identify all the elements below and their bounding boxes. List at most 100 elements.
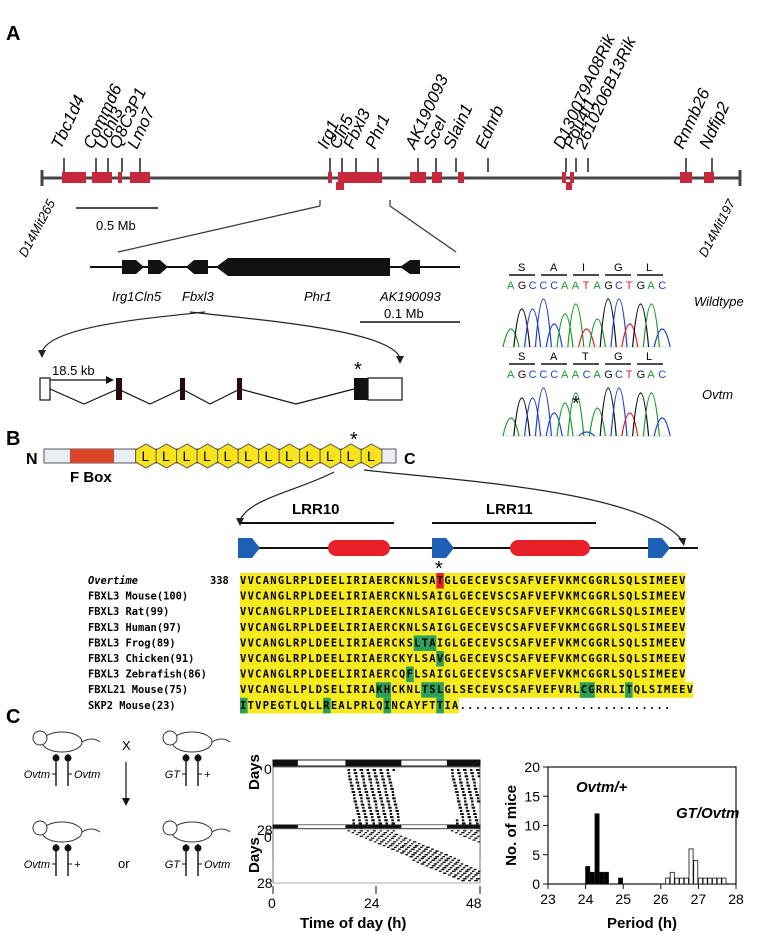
mapped-interval-marker — [336, 182, 344, 190]
lrr-letter-1: L — [162, 448, 170, 464]
c-terminus: C — [404, 451, 416, 468]
acto-top-act-4-0-5 — [349, 781, 353, 784]
acto-bottom-act-6-0-6 — [399, 841, 403, 843]
acto-bottom-act-5-0-5 — [375, 839, 379, 841]
lrr-letter-3: L — [203, 448, 211, 464]
nt-6: A — [572, 369, 580, 381]
acto-bottom-act-11-1-6 — [409, 850, 412, 852]
acto-bottom-act-15-1-4 — [427, 857, 430, 860]
hist-bar-1-12 — [721, 877, 727, 885]
align-seq-4: VVCANGLRPLDEELIRIAERCKSLTAIGLGECEVSCSAFV… — [240, 637, 685, 649]
align-green-7-3 — [625, 682, 633, 698]
align-seq-5: VVCANGLRPLDEELIRIAERCKYLSAVGLGECEVSCSAFV… — [240, 653, 685, 665]
acto-bottom-act-7-0-4 — [385, 843, 388, 845]
n-terminus: N — [26, 451, 38, 468]
acto-top-act-5-1-8 — [453, 784, 456, 787]
label-phr1: Phr1 — [304, 289, 331, 304]
acto-bottom-act-1-0-7 — [357, 832, 361, 834]
exon-1 — [39, 377, 51, 401]
acto-top-act-1-0-8 — [366, 772, 370, 775]
acto-bottom-act-0-0-9 — [372, 830, 375, 832]
acto-bottom-dark-2 — [446, 824, 480, 829]
align-green-5-0 — [436, 651, 444, 667]
align-name-2: FBXL3 Rat(99) — [88, 606, 169, 618]
acto-top-act-2-0-6 — [348, 775, 351, 778]
acto-top-act-1-1-4 — [464, 772, 467, 775]
acto-top-act-7-0-8 — [364, 791, 368, 793]
hist-bar-1-1 — [669, 871, 675, 885]
acto-bottom-act-12-1-5 — [407, 852, 410, 854]
acto-top-act-12-0-6 — [375, 806, 378, 809]
acto-top-act-16-1-6 — [461, 819, 465, 822]
acto-top-act-8-0-5 — [378, 794, 382, 797]
acto-top-act-17-1-5 — [456, 822, 459, 825]
alignment-asterisk: * — [435, 558, 443, 580]
acto-bottom-act-0-1-0 — [451, 830, 454, 832]
acto-top-act-0-1-5 — [470, 769, 473, 771]
nt-0: A — [507, 280, 515, 292]
acto-top-dark-0 — [273, 760, 298, 766]
acto-top-act-5-1-6 — [473, 784, 476, 787]
peak-4 — [545, 412, 563, 437]
gene-block-9 — [432, 172, 442, 183]
acto-bottom-act-9-1-9 — [426, 846, 429, 848]
acto-top-act-1-0-4 — [360, 772, 364, 775]
lrr-zoom-curve-right — [363, 469, 683, 541]
peak-9 — [599, 298, 617, 348]
acto-bottom-act-16-1-7 — [431, 859, 435, 861]
acto-bottom-act-0-0-6 — [379, 830, 382, 832]
acto-top-act-2-1-8 — [477, 775, 481, 778]
acto-bottom-act-5-0-3 — [395, 839, 399, 841]
align-green-8-3 — [436, 697, 444, 714]
acto-xtick-48: 48 — [466, 895, 482, 911]
acto-top-act-12-0-3 — [382, 806, 385, 809]
acto-bottom-act-9-1-6 — [387, 846, 390, 848]
acto-bottom-act-7-0-5 — [398, 843, 401, 845]
acto-top-act-5-0-6 — [370, 784, 373, 787]
mouse-parent-2-body — [171, 731, 213, 753]
lrr-asterisk: * — [350, 429, 358, 451]
acto-bottom-act-22-1-6 — [439, 870, 442, 872]
acto-top-act-16-0-4 — [378, 819, 381, 822]
acto-top-act-0-1-9 — [476, 769, 479, 771]
acto-ytick-bottom-28: 28 — [257, 875, 273, 891]
acto-bottom-act-8-1-4 — [396, 844, 399, 847]
acto-top-act-17-0-6 — [365, 822, 368, 825]
acto-bottom-act-4-0-7 — [390, 837, 394, 839]
mouse-child-1: Ovtm+ — [24, 820, 101, 876]
acto-bottom-act-17-1-9 — [422, 861, 426, 863]
acto-top-act-0-0-9 — [372, 769, 375, 771]
acto-top-act-6-0-6 — [377, 787, 380, 790]
acto-top-act-15-0-6 — [397, 816, 400, 819]
acto-bottom-act-12-1-8 — [400, 852, 403, 854]
acto-bottom-act-3-0-8 — [392, 835, 396, 837]
hist-bar-0-2 — [594, 813, 600, 885]
acto-bottom-act-11-1-7 — [422, 850, 425, 852]
acto-top-act-7-0-9 — [377, 791, 381, 793]
acto-bottom-act-4-0-5 — [364, 837, 368, 839]
acto-top-act-9-1-4 — [476, 797, 480, 800]
acto-top-act-6-0-3 — [384, 787, 387, 790]
align-seq-2: VVCANGLRPLDEELIRIAERCKNLSAIGLGECEVSCSAFV… — [240, 606, 685, 618]
acto-bottom-act-12-1-4 — [440, 852, 443, 854]
acto-bottom-act-8-1-8 — [402, 844, 405, 847]
align-green-8-2 — [383, 697, 391, 714]
mouse-parent-2-tail — [211, 738, 231, 743]
actograms — [272, 759, 481, 894]
peak-8 — [588, 318, 606, 348]
acto-bottom-act-23-1-9 — [443, 872, 446, 874]
acto-top-act-15-0-8 — [377, 816, 380, 819]
mouse-parent-1-geno-b: Ovtm — [74, 769, 100, 781]
align-green-6-0 — [406, 666, 414, 683]
acto-bottom-dark-0 — [273, 824, 298, 829]
acto-top-act-15-1-4 — [474, 816, 477, 819]
hist-bar-1-3 — [679, 877, 685, 885]
acto-bottom-act-20-1-8 — [442, 867, 446, 869]
acto-top-act-7-0-4 — [358, 791, 362, 793]
lrr-letter-8: L — [306, 448, 314, 464]
acto-top-act-3-1-3 — [465, 778, 469, 781]
fbox-domain — [70, 449, 114, 463]
lrr-letter-7: L — [285, 448, 293, 464]
hist-xtick-label-4: 27 — [691, 891, 707, 907]
